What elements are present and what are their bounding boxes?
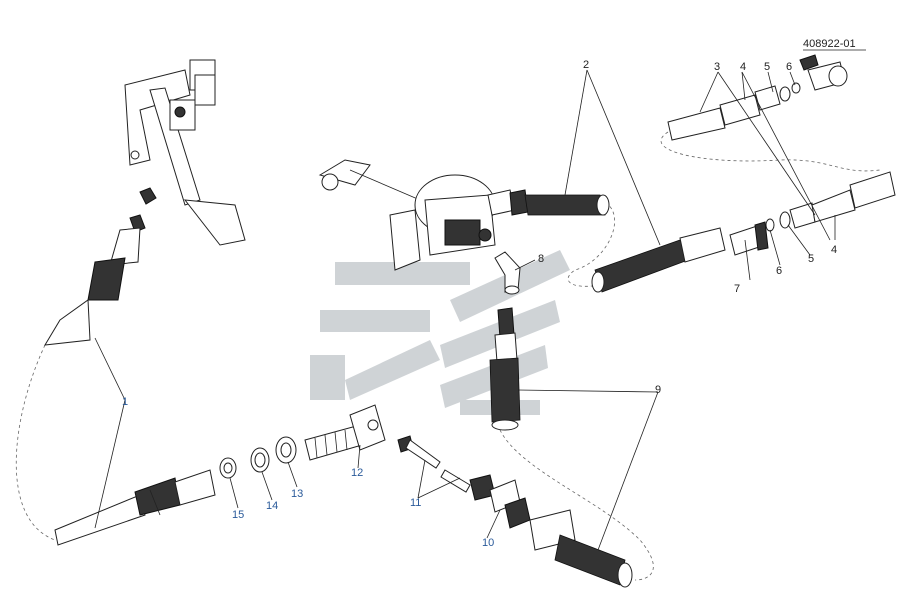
callout-6-lower: 6 xyxy=(776,265,782,277)
callout-2: 2 xyxy=(583,59,589,71)
callout-1: 1 xyxy=(122,396,128,408)
callout-12: 12 xyxy=(351,467,363,479)
leader-lines xyxy=(94,49,866,551)
hose-part-9-lower xyxy=(529,509,633,588)
pipe-part-11 xyxy=(397,435,496,501)
dashed-routes xyxy=(15,131,881,581)
pedal-assembly xyxy=(124,59,246,246)
callout-4-lower: 4 xyxy=(831,244,837,256)
callout-15: 15 xyxy=(232,509,244,521)
callout-labels: 1 2 3 4 4 5 5 6 6 7 8 9 10 11 12 13 14 1… xyxy=(122,59,837,549)
callout-14: 14 xyxy=(266,500,278,512)
washer-set xyxy=(219,436,297,479)
callout-7: 7 xyxy=(734,283,740,295)
callout-3: 3 xyxy=(714,61,720,73)
document-code: 408922-01 xyxy=(803,38,856,50)
hose-part-2-upper xyxy=(509,189,610,216)
fitting-part-10 xyxy=(489,479,531,529)
callout-5-lower: 5 xyxy=(808,253,814,265)
booster-assembly xyxy=(318,159,516,271)
fitting-group-upper xyxy=(667,54,848,141)
callout-6-upper: 6 xyxy=(786,61,792,73)
hose-part-9 xyxy=(489,307,521,431)
threaded-tee-part-12 xyxy=(304,404,386,461)
callout-10: 10 xyxy=(482,537,494,549)
callout-5-upper: 5 xyxy=(764,61,770,73)
callout-9: 9 xyxy=(655,384,661,396)
callout-8: 8 xyxy=(538,253,544,265)
hose-end-assembly xyxy=(54,469,216,546)
elbow-part-8 xyxy=(494,251,521,295)
hose-part-2-lower xyxy=(591,227,726,293)
callout-11: 11 xyxy=(410,497,421,509)
callout-13: 13 xyxy=(291,488,303,500)
callout-4-upper: 4 xyxy=(740,61,746,73)
fitting-group-lower xyxy=(729,171,896,256)
hose-part-1 xyxy=(44,214,146,346)
